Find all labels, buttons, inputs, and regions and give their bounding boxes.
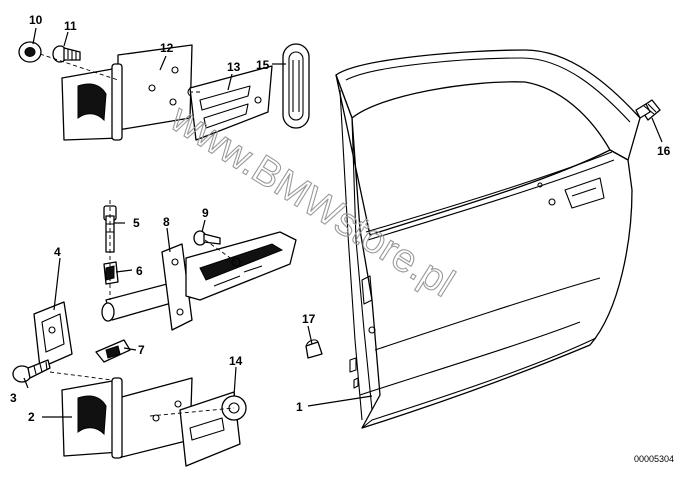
striker-bolt-part	[635, 99, 661, 121]
nut-part	[18, 41, 42, 63]
callout-7: 7	[138, 343, 145, 357]
callout-9: 9	[202, 206, 209, 220]
callout-16: 16	[657, 144, 671, 158]
callout-11: 11	[64, 19, 77, 33]
hinge-shim-part	[33, 301, 73, 369]
callout-10: 10	[29, 13, 43, 27]
cap-part	[305, 339, 323, 359]
bushing-part	[103, 261, 119, 285]
hinge-plate-part	[189, 65, 273, 141]
hinge-bolt-part	[12, 359, 51, 383]
callout-13: 13	[227, 60, 241, 74]
lower-hinge-part	[61, 377, 193, 459]
callout-3: 3	[10, 391, 17, 405]
upper-hinge-part	[61, 44, 197, 141]
callout-5: 5	[133, 216, 140, 230]
callout-8: 8	[163, 215, 170, 229]
callout-15: 15	[256, 58, 270, 72]
callout-labels: 10 11 12 13 15 16 5 6 8 9 4 7 3 14 17 2 …	[10, 13, 671, 424]
document-number: 00005304	[634, 454, 674, 464]
bolt-part	[52, 45, 81, 63]
callout-12: 12	[160, 41, 174, 55]
door-check-part	[101, 231, 297, 331]
spring-part	[95, 339, 131, 363]
callout-1: 1	[296, 400, 303, 414]
leader-lines	[23, 27, 663, 418]
callout-4: 4	[54, 245, 61, 259]
callout-2: 2	[28, 410, 35, 424]
callout-14: 14	[229, 354, 243, 368]
callout-17: 17	[302, 312, 316, 326]
grommet-part	[282, 43, 310, 129]
door-shell-part	[335, 49, 641, 429]
callout-6: 6	[136, 264, 143, 278]
assembly-lines	[39, 53, 237, 417]
check-bolt-part	[193, 230, 221, 246]
